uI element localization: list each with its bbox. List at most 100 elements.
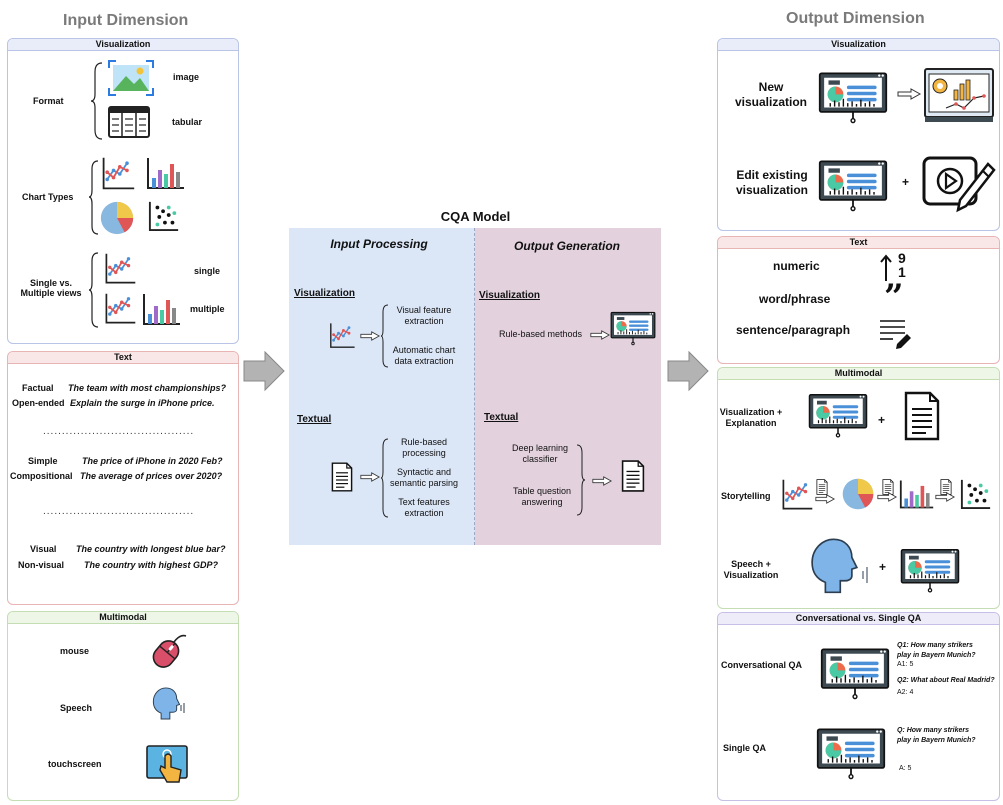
input-processing-title: Input Processing [330, 237, 428, 251]
word-phrase-label: word/phrase [759, 292, 831, 306]
deep-learning-classifier: Deep learning classifier [511, 443, 569, 464]
new-visualization-line1: New [758, 80, 784, 94]
conversation-a1: A1: 5 [897, 661, 914, 668]
single-q-line1: Q: How many strikers [897, 727, 969, 734]
sentence-paragraph-label: sentence/paragraph [736, 323, 851, 337]
text-row-label: Open-ended [12, 398, 65, 408]
input-multimodal-title: Multimodal [8, 612, 238, 624]
bar-chart-icon [147, 157, 185, 189]
story-doc-1-icon [816, 479, 828, 495]
views-label: Single vs. Multiple views [16, 278, 86, 298]
speech-head-icon [152, 687, 180, 720]
numeric-digit-bottom: 1 [898, 264, 906, 280]
speech-label: Speech [60, 703, 93, 713]
tabular-label: tabular [172, 117, 203, 127]
output-text-panel: Text [717, 236, 1000, 364]
output-visualization-title: Visualization [718, 39, 999, 51]
numeric-digits-icon: 9 1 [898, 251, 906, 279]
speech-viz-line2: Visualization [723, 570, 779, 580]
output-multimodal-title: Multimodal [718, 368, 999, 380]
og-text-arrow [592, 476, 612, 486]
edit-visualization-line1: Edit existing [736, 168, 808, 182]
automatic-chart-data-extraction: Automatic chart data extraction [392, 345, 456, 366]
input-text-title: Text [8, 352, 238, 364]
text-row-label: Visual [30, 544, 57, 554]
edit-viz-presentation-icon [818, 160, 888, 212]
text-row-label: Non-visual [18, 560, 65, 570]
line-chart-icon [102, 156, 136, 190]
input-processing-block [289, 228, 475, 545]
model-divider [474, 228, 475, 545]
format-brace [90, 62, 103, 140]
chart-types-label: Chart Types [22, 192, 74, 202]
og-viz-arrow [590, 330, 610, 340]
quote-icon: ” [884, 277, 904, 317]
output-sound-wave-icon [862, 567, 868, 583]
numeric-label: numeric [773, 259, 820, 273]
chart-types-brace [88, 160, 99, 235]
viz-explanation-presentation-icon [808, 393, 868, 438]
multiple-label: multiple [190, 304, 225, 314]
new-viz-arrow [897, 88, 921, 100]
ip-textual-heading: Textual [297, 414, 332, 425]
text-row-example: The team with most championships? [68, 383, 227, 393]
touchscreen-label: touchscreen [48, 759, 102, 769]
text-features-extraction: Text features extraction [398, 497, 450, 518]
input-dimension-title: Input Dimension [63, 12, 189, 29]
text-row-example: The country with highest GDP? [84, 560, 219, 570]
output-generation-block [475, 228, 661, 545]
text-row-label: Compositional [10, 471, 73, 481]
sound-wave-icon [180, 703, 185, 713]
new-visualization-label: New visualization [722, 80, 820, 110]
story-arrow-3 [935, 492, 955, 502]
new-viz-result-icon [924, 68, 994, 122]
pie-chart-icon [100, 201, 134, 235]
syntactic-semantic-parsing: Syntactic and semantic parsing [389, 467, 459, 488]
ip-text-arrow [360, 472, 380, 482]
multiple-view-line-icon [105, 292, 137, 324]
mouse-label: mouse [60, 646, 90, 656]
video-edit-icon [922, 156, 996, 213]
viz-explanation-plus: + [878, 413, 886, 427]
visual-feature-extraction: Visual feature extraction [396, 305, 452, 326]
conversational-presentation-icon [820, 648, 890, 700]
tabular-icon [108, 106, 150, 138]
input-multimodal-panel: Multimodal [7, 611, 239, 801]
ip-document-icon [331, 462, 353, 492]
viz-explanation-line1: Visualization + [719, 407, 783, 417]
og-document-icon [621, 460, 645, 492]
text-row-example: Explain the surge in iPhone price. [70, 398, 215, 408]
text-separator: ........................................ [43, 426, 195, 437]
table-question-answering: Table question answering [512, 486, 572, 507]
text-row-example: The average of prices over 2020? [80, 471, 223, 481]
views-label-line1: Single vs. [29, 278, 73, 288]
story-linechart-icon [782, 478, 814, 510]
new-viz-presentation-icon [818, 72, 888, 124]
views-brace [88, 252, 99, 328]
input-visualization-title: Visualization [8, 39, 238, 51]
edit-visualization-label: Edit existing visualization [722, 168, 822, 198]
speech-viz-line1: Speech + [731, 559, 771, 569]
edit-visualization-line2: visualization [735, 183, 809, 197]
text-row-example: The country with longest blue bar? [76, 544, 226, 554]
ip-viz-arrow [360, 331, 380, 341]
explanation-document-icon [904, 391, 940, 441]
edit-viz-plus: + [902, 175, 910, 189]
q1-line2: play in Bayern Munich? [897, 652, 976, 659]
speech-viz-plus: + [879, 560, 887, 574]
rule-based-processing: Rule-based processing [400, 437, 448, 458]
text-row-label: Simple [28, 456, 58, 466]
viz-explanation-label: Visualization + Explanation [716, 407, 786, 429]
output-speech-head-icon [811, 538, 858, 594]
multiple-view-bar-icon [143, 293, 181, 325]
paragraph-edit-icon [880, 320, 911, 349]
storytelling-label: Storytelling [721, 491, 771, 501]
output-conversational-title: Conversational vs. Single QA [718, 613, 999, 625]
model-to-output-arrow [667, 350, 709, 392]
input-to-model-arrow [243, 350, 285, 392]
og-visualization-heading: Visualization [479, 290, 540, 301]
single-q-line2: play in Bayern Munich? [897, 737, 976, 744]
output-text-title: Text [718, 237, 999, 249]
output-generation-title: Output Generation [514, 239, 620, 253]
og-textual-heading: Textual [484, 412, 519, 423]
